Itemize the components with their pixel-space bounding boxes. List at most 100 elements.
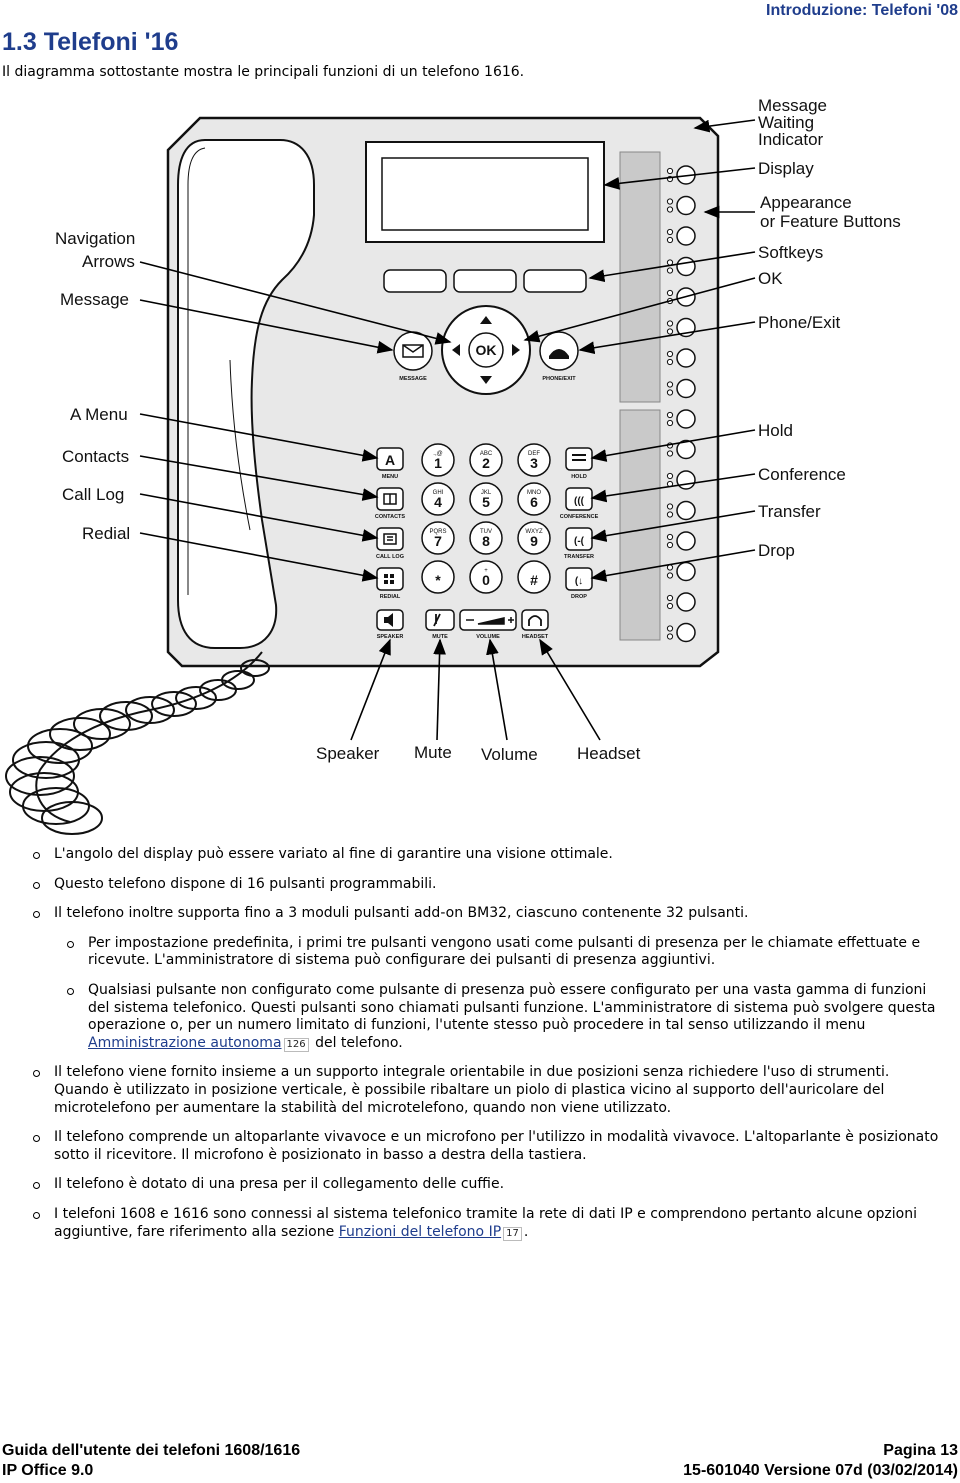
appearance-button[interactable] bbox=[676, 531, 696, 551]
right-function-buttons: HOLD ((( CONFERENCE (-( TRANSFER (↓ DROP… bbox=[521, 447, 599, 640]
menu-button-text: MENU bbox=[382, 474, 398, 480]
appearance-button[interactable] bbox=[676, 592, 696, 612]
label-navigation-1: Navigation bbox=[55, 229, 135, 248]
keypad-letters: DEF bbox=[528, 451, 540, 457]
link-amministrazione-autonoma[interactable]: Amministrazione autonoma bbox=[88, 1034, 282, 1051]
appearance-buttons bbox=[666, 165, 696, 643]
keypad-digit: 5 bbox=[482, 494, 490, 510]
mute-button-text: MUTE bbox=[432, 634, 448, 640]
speaker-button-text: SPEAKER bbox=[377, 634, 404, 640]
keypad-digit: # bbox=[530, 572, 538, 588]
phone-exit-button-text: PHONE/EXIT bbox=[542, 376, 576, 382]
softkey-3[interactable] bbox=[523, 269, 587, 293]
volume-button-text: VOLUME bbox=[476, 634, 500, 640]
led-indicator-icon bbox=[666, 236, 674, 244]
label-message-waiting-1: Message bbox=[758, 96, 827, 115]
led-indicator-icon bbox=[666, 389, 674, 396]
nav-left-arrow-icon bbox=[452, 344, 460, 356]
keypad-key[interactable] bbox=[517, 560, 551, 594]
appearance-button[interactable] bbox=[676, 439, 696, 460]
callout-lines bbox=[139, 119, 756, 741]
led-indicator-icon bbox=[666, 289, 674, 297]
label-hold: Hold bbox=[758, 421, 793, 440]
led-indicator-icon bbox=[666, 533, 674, 541]
envelope-icon bbox=[402, 344, 424, 358]
link-funzioni-telefono-ip[interactable]: Funzioni del telefono IP bbox=[338, 1223, 502, 1240]
keypad-letters: GHI bbox=[433, 490, 444, 496]
left-function-buttons: A MENU CONTACTS CALL LOG REDIAL SPEAKER bbox=[375, 447, 405, 640]
footer-version: 15-601040 Versione 07d (03/02/2014) bbox=[683, 1462, 958, 1479]
led-indicator-icon bbox=[666, 602, 674, 610]
phone-icon bbox=[549, 349, 569, 359]
label-appearance-1: Appearance bbox=[760, 193, 852, 212]
keypad-digit: 6 bbox=[530, 494, 538, 510]
label-message-waiting-2: Waiting bbox=[758, 113, 814, 132]
led-indicator-icon bbox=[666, 450, 674, 457]
label-redial: Redial bbox=[82, 524, 130, 543]
appearance-button[interactable] bbox=[676, 348, 696, 368]
appearance-button[interactable] bbox=[676, 195, 696, 216]
call-log-icon bbox=[383, 533, 397, 545]
softkey-1[interactable] bbox=[383, 269, 447, 293]
keypad-key[interactable] bbox=[517, 443, 551, 477]
keypad-key[interactable] bbox=[469, 521, 503, 555]
keypad-key[interactable] bbox=[421, 560, 455, 594]
speaker-icon bbox=[384, 613, 393, 627]
page-ref-126[interactable]: 126 bbox=[283, 1037, 309, 1052]
keypad-key[interactable] bbox=[469, 560, 503, 594]
appearance-button[interactable] bbox=[676, 500, 696, 521]
page-ref-17[interactable]: 17 bbox=[503, 1226, 522, 1241]
chapter-title: Introduzione: Telefoni '08 bbox=[766, 2, 958, 19]
label-contacts: Contacts bbox=[62, 447, 129, 466]
led-indicator-icon bbox=[666, 503, 674, 510]
led-indicator-icon bbox=[666, 198, 674, 205]
navigation-cluster: OK bbox=[441, 305, 531, 395]
appearance-label-strip-2 bbox=[619, 409, 661, 641]
sub-bullet-item: Qualsiasi pulsante non configurato come … bbox=[0, 982, 960, 1052]
appearance-button[interactable] bbox=[676, 561, 696, 582]
nav-down-arrow-icon bbox=[480, 376, 492, 384]
keypad-digit: 8 bbox=[482, 533, 490, 549]
bullet-end: . bbox=[523, 1223, 529, 1240]
conference-button-text: CONFERENCE bbox=[560, 514, 599, 520]
bullet-item: Questo telefono dispone di 16 pulsanti p… bbox=[0, 876, 960, 894]
keypad-digit: 9 bbox=[530, 533, 538, 549]
keypad-digit: 3 bbox=[530, 455, 538, 471]
appearance-button[interactable] bbox=[676, 378, 696, 399]
keypad-letters: + bbox=[484, 568, 488, 574]
led-indicator-icon bbox=[666, 328, 674, 335]
appearance-button[interactable] bbox=[676, 622, 696, 643]
appearance-button[interactable] bbox=[676, 470, 696, 490]
keypad-letters: JKL bbox=[481, 490, 492, 496]
label-drop: Drop bbox=[758, 541, 795, 560]
bullet-item: I telefoni 1608 e 1616 sono connessi al … bbox=[0, 1206, 960, 1241]
keypad-key[interactable] bbox=[421, 443, 455, 477]
ok-button[interactable]: OK bbox=[476, 342, 497, 358]
keypad-letters: .,@ bbox=[433, 451, 442, 457]
nav-right-arrow-icon bbox=[512, 344, 520, 356]
keypad-letters: TUV bbox=[480, 529, 492, 535]
headset-button-text: HEADSET bbox=[522, 634, 549, 640]
keypad-key[interactable] bbox=[421, 482, 455, 516]
label-a-menu: A Menu bbox=[70, 405, 128, 424]
softkey-2[interactable] bbox=[453, 269, 517, 293]
appearance-label-strip bbox=[619, 151, 661, 403]
appearance-button[interactable] bbox=[676, 256, 696, 277]
keypad-key[interactable] bbox=[517, 482, 551, 516]
led-indicator-icon bbox=[666, 320, 674, 327]
label-conference: Conference bbox=[758, 465, 846, 484]
led-indicator-icon bbox=[666, 594, 674, 602]
label-softkeys: Softkeys bbox=[758, 243, 823, 262]
section-title: 1.3 Telefoni '16 bbox=[2, 28, 179, 56]
appearance-button[interactable] bbox=[676, 226, 696, 246]
keypad-key[interactable] bbox=[469, 482, 503, 516]
appearance-button[interactable] bbox=[676, 409, 696, 429]
keypad-key[interactable] bbox=[517, 521, 551, 555]
keypad-digit: * bbox=[435, 572, 441, 588]
keypad-digit: 0 bbox=[482, 572, 490, 588]
keypad-key[interactable] bbox=[469, 443, 503, 477]
message-button-text: MESSAGE bbox=[399, 376, 427, 382]
keypad-key[interactable] bbox=[421, 521, 455, 555]
led-indicator-icon bbox=[666, 625, 674, 632]
redial-button-text: REDIAL bbox=[380, 594, 401, 600]
